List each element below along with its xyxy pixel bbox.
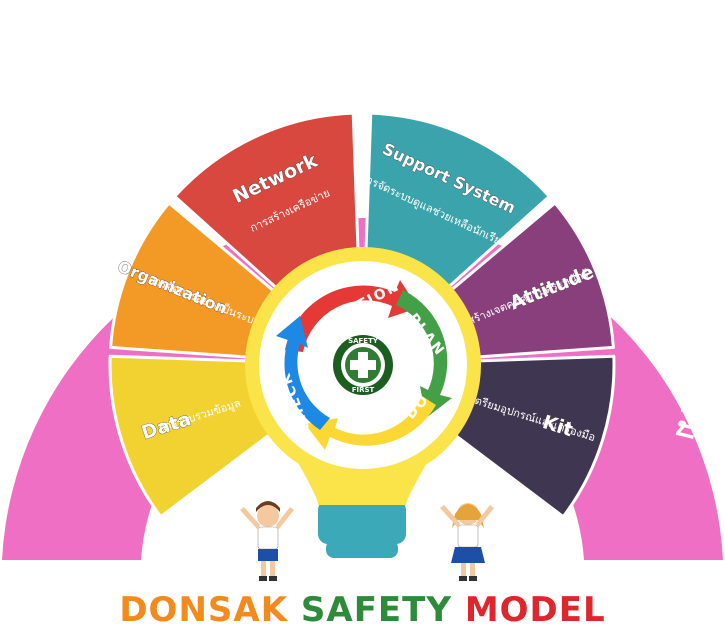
badge-bottom-text: FIRST <box>352 386 375 394</box>
title-word-model: MODEL <box>464 590 606 630</box>
title-word-donsak: DONSAK <box>119 590 289 630</box>
boy-student-illustration <box>240 501 294 581</box>
safety-first-badge: SAFETY FIRST <box>333 335 393 395</box>
girl-student-illustration <box>440 503 494 581</box>
title-word-safety: SAFETY <box>300 590 452 630</box>
action-arrow <box>285 280 418 352</box>
model-segments: Dataการรวบรวมข้อมูลOrganizationการจัดการ… <box>108 111 616 519</box>
badge-top-text: SAFETY <box>348 337 379 345</box>
check-arrow <box>276 316 330 430</box>
ring-label-top: ปลูกฝัง <box>305 0 421 34</box>
model-title: DONSAK SAFETY MODEL <box>0 590 725 630</box>
ring-label-left: ป้องกัน <box>15 294 58 412</box>
do-arrow <box>305 396 436 450</box>
plan-arrow <box>396 290 452 418</box>
